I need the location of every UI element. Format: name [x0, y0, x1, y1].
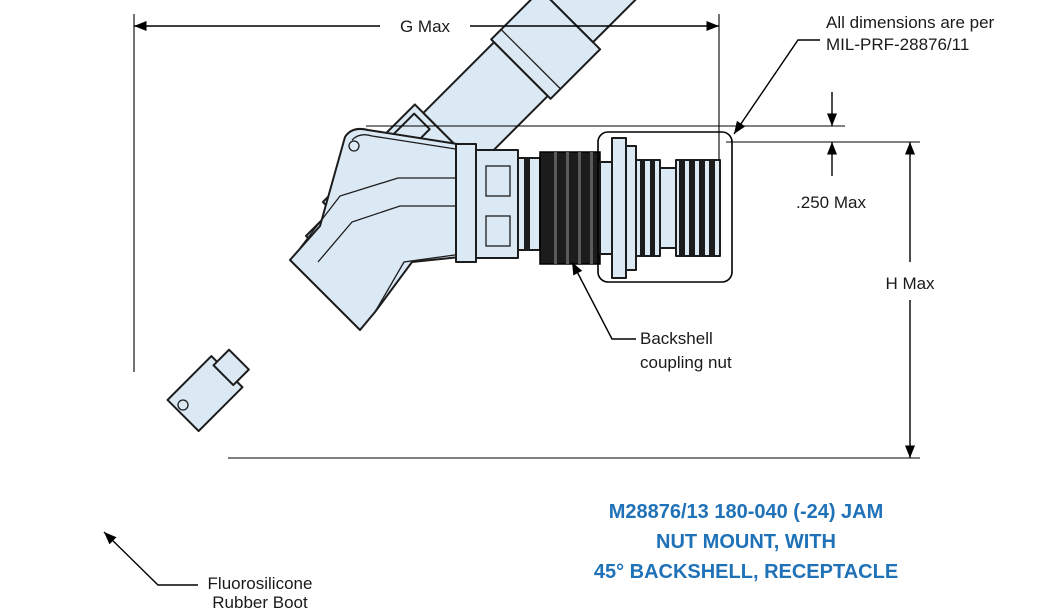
- straight-section: [455, 131, 733, 283]
- dimensions: [103, 14, 920, 586]
- elbow-housing: [289, 127, 471, 331]
- clamp-screw: [177, 399, 189, 411]
- boot-clamp: [166, 348, 250, 433]
- boot-label-line-2: Rubber Boot: [212, 593, 308, 612]
- backshell-assembly: [166, 0, 644, 433]
- boot-label-line-1: Fluorosilicone: [208, 574, 313, 593]
- note-line-2: MIL-PRF-28876/11: [826, 35, 969, 54]
- coupling-label-line-1: Backshell: [640, 329, 713, 348]
- title-line-1: M28876/13 180-040 (-24) JAM: [609, 501, 884, 523]
- note-line-1: All dimensions are per: [826, 13, 995, 32]
- h-max-label: H Max: [885, 274, 935, 293]
- dim-250-label: .250 Max: [796, 193, 866, 212]
- g-max-label: G Max: [400, 17, 451, 36]
- receptacle-detail-box: [597, 131, 733, 283]
- elbow-screw-hole: [348, 140, 360, 152]
- receptacle: [611, 137, 721, 279]
- title-line-3: 45° BACKSHELL, RECEPTACLE: [594, 561, 898, 583]
- coupling-nut: [539, 151, 613, 265]
- title-line-2: NUT MOUNT, WITH: [656, 531, 836, 553]
- coupling-label-line-2: coupling nut: [640, 353, 732, 372]
